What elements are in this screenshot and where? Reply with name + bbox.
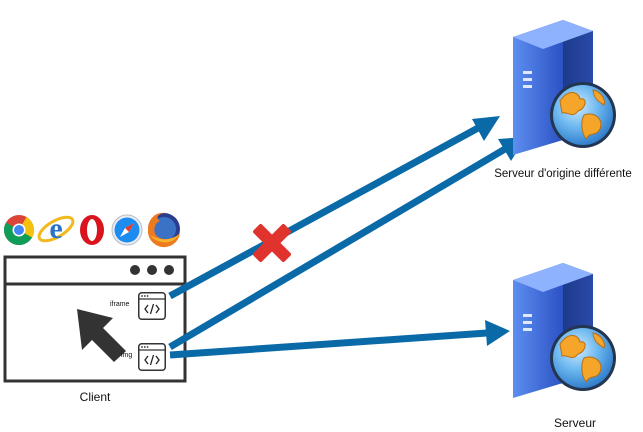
chrome-icon	[3, 215, 35, 246]
cross-origin-server-icon	[512, 19, 617, 155]
iframe-request-arrow	[168, 116, 500, 300]
img-code-icon	[138, 343, 166, 371]
client-label: Client	[79, 390, 111, 404]
internet-explorer-icon: e	[37, 212, 75, 245]
img-cross-origin-arrow	[168, 137, 526, 351]
server-label: Serveur	[553, 416, 597, 430]
iframe-tag-label: iframe	[110, 301, 130, 308]
svg-text:e: e	[49, 212, 62, 245]
img-request-arrow	[169, 320, 510, 359]
safari-icon	[111, 214, 143, 246]
window-control-dot	[164, 265, 174, 275]
connection-arrows	[168, 116, 526, 359]
img-tag-label: img	[121, 352, 133, 359]
window-control-dot	[130, 265, 140, 275]
opera-icon	[80, 215, 104, 245]
firefox-icon	[147, 212, 180, 248]
server-icon	[512, 262, 617, 398]
cross-origin-server-label: Serveur d'origine différente	[494, 168, 632, 180]
browser-icons: e	[3, 212, 180, 248]
mouse-cursor-icon	[77, 309, 126, 362]
window-control-dot	[147, 265, 157, 275]
iframe-code-icon	[138, 292, 166, 320]
blocked-cross-icon	[253, 224, 291, 262]
